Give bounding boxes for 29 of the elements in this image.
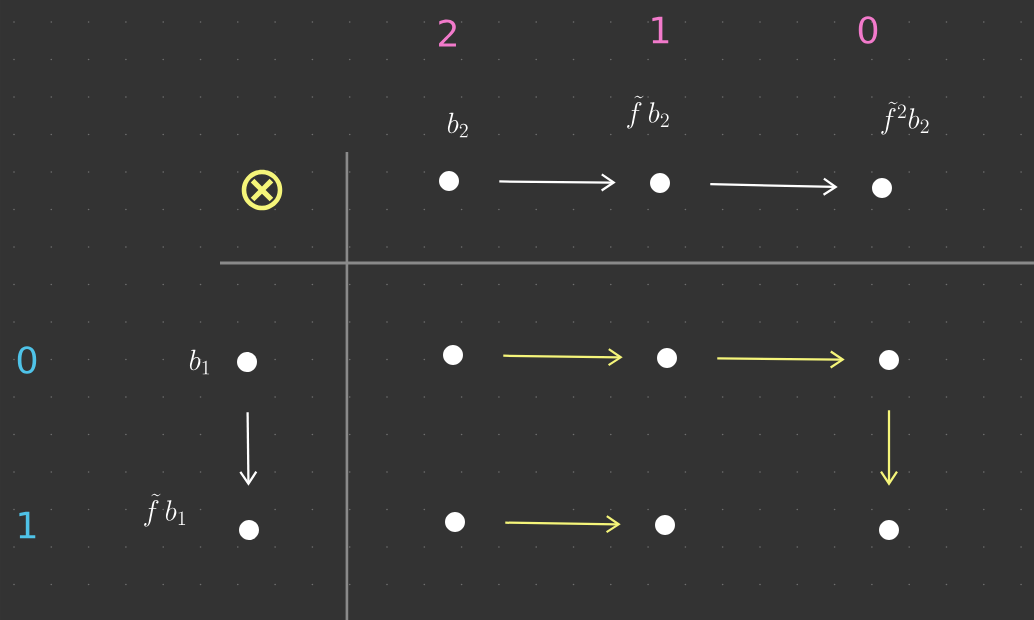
dot — [872, 178, 892, 198]
arrow — [503, 348, 623, 367]
arrow — [880, 410, 898, 486]
dot — [239, 520, 259, 540]
arrow — [717, 350, 845, 369]
index-label: 1 — [19, 511, 36, 539]
node-label: $b_1$ — [189, 349, 210, 375]
arrow — [239, 412, 258, 486]
dot — [439, 171, 459, 191]
index-label: 0 — [858, 16, 878, 44]
node-label: $\tilde{f}\, b_1$ — [144, 493, 186, 527]
dot — [655, 515, 675, 535]
arrow — [505, 515, 621, 534]
node-label: $\tilde{f}\, b_2$ — [627, 95, 669, 129]
index-label: 0 — [17, 346, 37, 374]
dot — [443, 345, 463, 365]
node-label: $\tilde{f}^2 b_2$ — [881, 101, 929, 135]
dot — [650, 173, 670, 193]
node-label: $b_2$ — [447, 112, 468, 138]
arrow — [710, 177, 838, 196]
index-label: 1 — [652, 16, 669, 44]
index-label: 2 — [439, 19, 456, 47]
dot — [879, 520, 899, 540]
dot — [657, 348, 677, 368]
dot — [879, 350, 899, 370]
dot — [445, 512, 465, 532]
arrow — [499, 173, 616, 192]
dot — [237, 352, 257, 372]
index-label: ⊗ — [241, 169, 283, 211]
